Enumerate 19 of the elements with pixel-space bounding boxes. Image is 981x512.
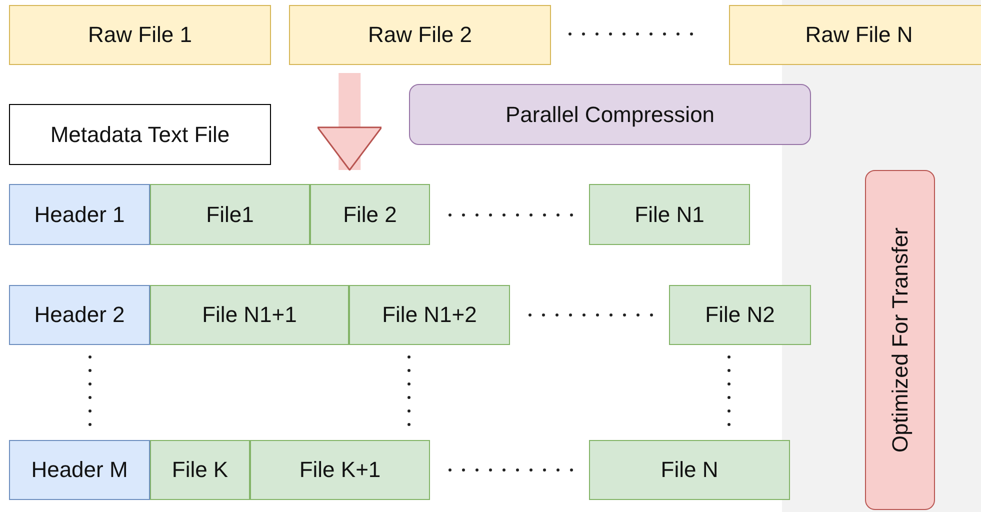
header-block: Header 1 <box>9 184 150 245</box>
file-block: File N <box>589 440 790 500</box>
file-block: File N2 <box>669 285 811 345</box>
header-block: Header 2 <box>9 285 150 345</box>
file-box: Raw File N <box>729 5 981 65</box>
label-bar: Optimized For Transfer <box>865 170 935 510</box>
file-block: File N1+1 <box>150 285 349 345</box>
file-block: File1 <box>150 184 310 245</box>
process-box: Parallel Compression <box>409 84 811 145</box>
file-block: File N1 <box>589 184 750 245</box>
file-box: Raw File 2 <box>289 5 551 65</box>
file-block: File 2 <box>310 184 430 245</box>
file-box: Raw File 1 <box>9 5 271 65</box>
file-block: File K <box>150 440 250 500</box>
file-box: Metadata Text File <box>9 104 271 165</box>
file-block: File K+1 <box>250 440 430 500</box>
down-arrow <box>316 73 382 171</box>
header-block: Header M <box>9 440 150 500</box>
file-block: File N1+2 <box>349 285 510 345</box>
